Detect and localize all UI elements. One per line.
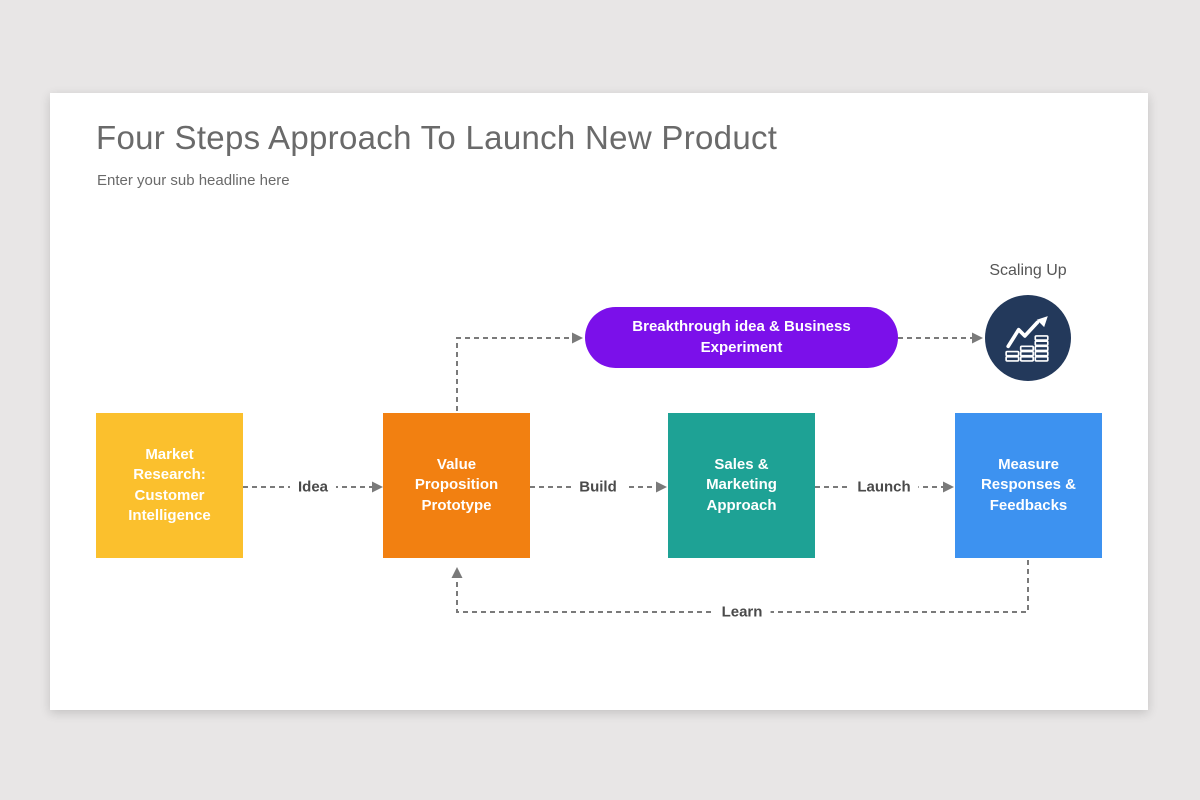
slide-card: Four Steps Approach To Launch New Produc… <box>50 93 1148 710</box>
step-box-market-research: Market Research: Customer Intelligence <box>96 413 243 558</box>
breakthrough-pill: Breakthrough idea & Business Experiment <box>585 307 898 368</box>
page-subtitle: Enter your sub headline here <box>97 172 290 189</box>
arrowhead-learn <box>451 567 463 578</box>
step-label-market-research: Market Research: Customer Intelligence <box>128 446 211 524</box>
step-box-value-proposition: Value Proposition Prototype <box>383 413 530 558</box>
scaling-up-circle <box>985 295 1071 381</box>
arrowhead-launch <box>943 481 954 493</box>
connector-breakthrough-line <box>456 337 572 411</box>
arrowhead-build <box>656 481 667 493</box>
connector-label-learn: Learn <box>713 603 771 621</box>
growth-trend-coins-icon <box>1005 316 1049 362</box>
step-label-measure-responses: Measure Responses & Feedbacks <box>980 456 1077 514</box>
step-label-value-proposition: Value Proposition Prototype <box>414 456 499 514</box>
scaling-up-label: Scaling Up <box>989 262 1067 279</box>
connector-lines <box>243 332 1029 613</box>
breakthrough-label: Breakthrough idea & Business Experiment <box>632 318 851 356</box>
connector-label-idea: Idea <box>289 478 337 496</box>
step-box-measure-responses: Measure Responses & Feedbacks <box>955 413 1102 558</box>
connector-label-build: Build <box>571 478 625 496</box>
step-box-sales-marketing: Sales & Marketing Approach <box>668 413 815 558</box>
page-title: Four Steps Approach To Launch New Produc… <box>96 119 778 156</box>
arrowhead-idea <box>372 481 383 493</box>
connector-label-launch: Launch <box>849 478 919 496</box>
step-label-sales-marketing: Sales & Marketing Approach <box>706 456 777 514</box>
arrowhead-scaling <box>972 332 983 344</box>
arrowhead-breakthrough <box>572 332 583 344</box>
